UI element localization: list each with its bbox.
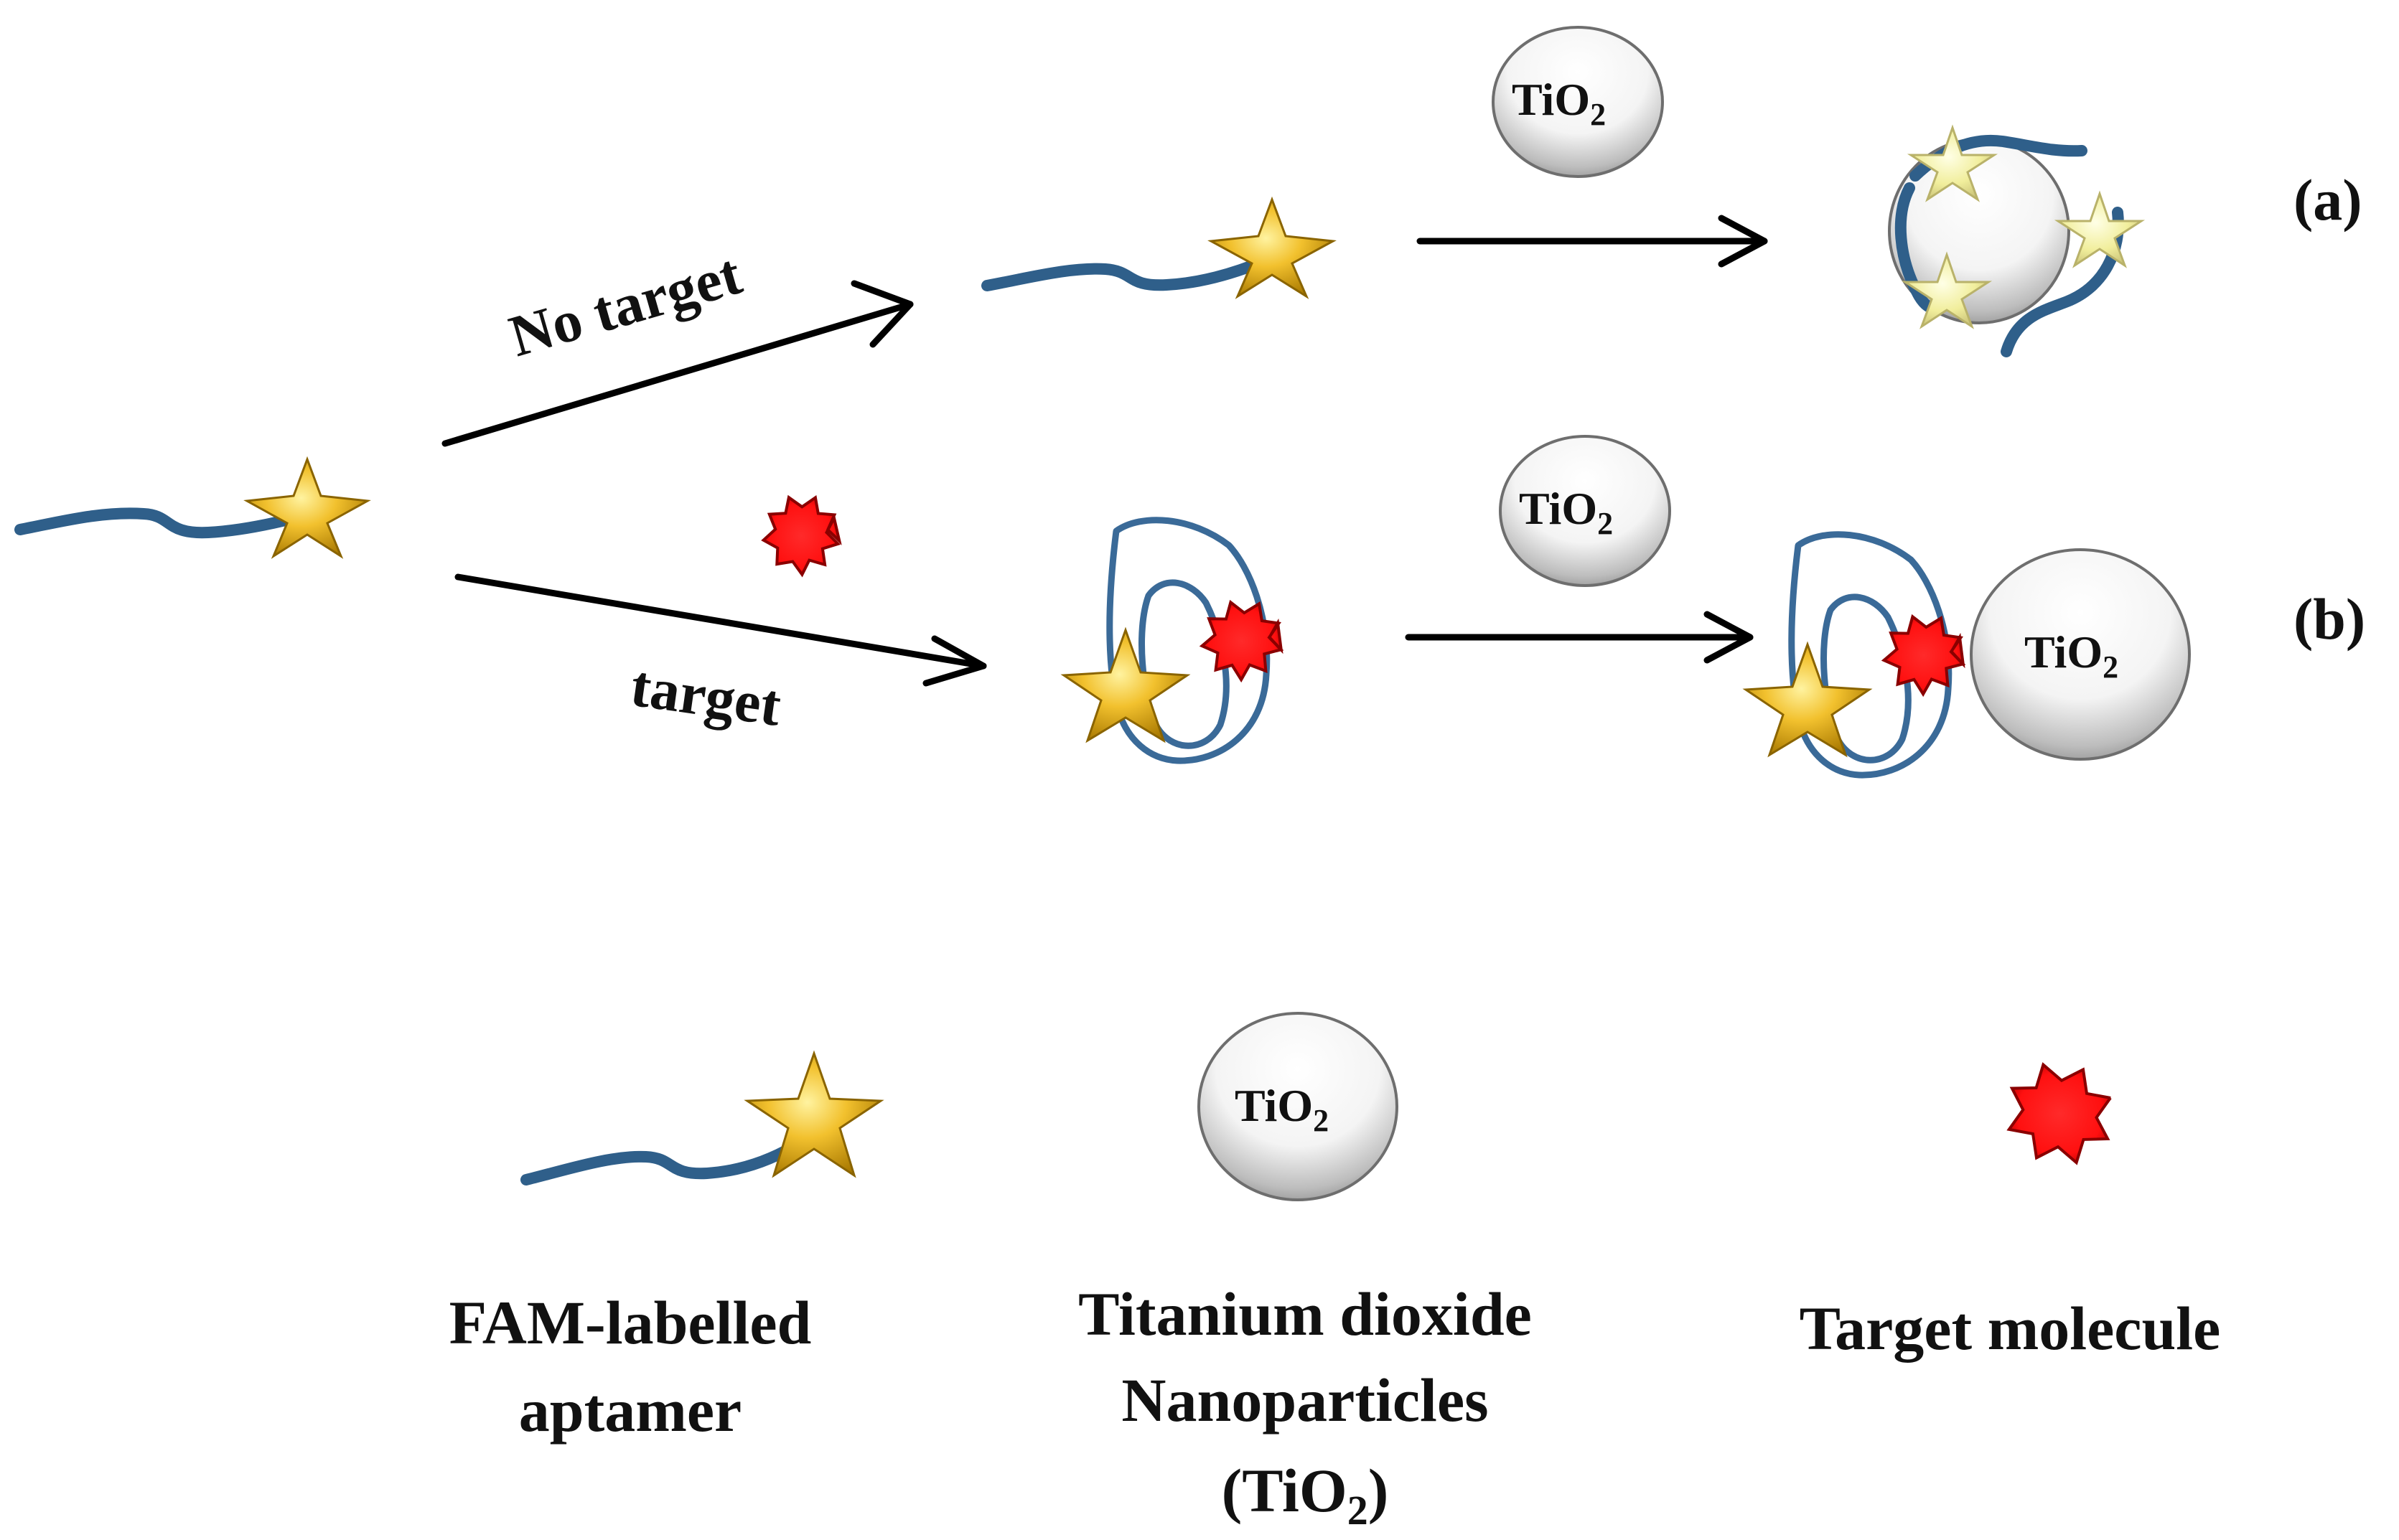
legend-target-label: Target molecule	[1800, 1294, 2221, 1363]
tio2-reagent-b: TiO2	[1499, 435, 1671, 587]
no-target-label: No target	[502, 241, 748, 369]
tio2-label-b: TiO2	[1519, 483, 1613, 541]
bound-complex	[1060, 517, 1284, 764]
legend-tio2-label-line3: (TiO2)	[1222, 1456, 1389, 1534]
start-aptamer	[14, 456, 371, 559]
legend-aptamer-strand	[520, 1141, 799, 1185]
legend-star-icon	[744, 1050, 884, 1178]
tio2-sphere-a	[1492, 26, 1664, 178]
adsorbed-star-icon	[2054, 190, 2146, 268]
adsorbed-star-icon	[1901, 251, 1993, 329]
panel-label-a: (a)	[2293, 167, 2362, 233]
legend-tio2-label-line2: Nanoparticles	[1121, 1366, 1488, 1435]
legend-target-molecule-icon	[2006, 1062, 2112, 1165]
adsorbed-star-icon	[1907, 124, 1998, 202]
free-aptamer-strand	[981, 260, 1258, 291]
bound2-star-icon	[1742, 641, 1873, 758]
start-aptamer-star-icon	[243, 456, 371, 559]
tio2-label-a: TiO2	[1512, 74, 1606, 132]
start-aptamer-strand	[14, 507, 300, 539]
legend-tio2-label-line1: Titanium dioxide	[1078, 1280, 1532, 1348]
legend-aptamer-label-line1: FAM-labelled	[449, 1288, 812, 1357]
legend-tio2: TiO2 Titanium dioxide Nanoparticles (TiO…	[1078, 1012, 1532, 1534]
legend-aptamer: FAM-labelled aptamer	[449, 1050, 884, 1445]
bound2-target-molecule-icon	[1881, 614, 1966, 698]
legend-tio2-sphere-label: TiO2	[1235, 1080, 1329, 1138]
tio2-sphere-b	[1499, 435, 1671, 587]
bound-star-icon	[1060, 626, 1191, 743]
panel-label-b: (b)	[2293, 586, 2365, 652]
tio2-reagent-a: TiO2	[1492, 26, 1664, 178]
no-target-arrow	[441, 280, 914, 447]
free-target-molecule-icon	[761, 494, 842, 578]
tio2-sphere-b-large	[1970, 548, 2191, 761]
free-aptamer	[981, 196, 1337, 299]
arrow-b	[1405, 611, 1754, 664]
target-arrow	[454, 573, 987, 687]
target-label: target	[627, 653, 785, 738]
legend-target: Target molecule	[1800, 1062, 2221, 1363]
legend-aptamer-label-line2: aptamer	[519, 1376, 742, 1445]
bound-complex-with-tio2: TiO2	[1742, 531, 2191, 779]
arrow-a	[1416, 215, 1768, 268]
legend-tio2-sphere	[1197, 1012, 1398, 1201]
tio2-label-b-large: TiO2	[2024, 626, 2118, 685]
bound-target-molecule-icon	[1199, 599, 1284, 683]
adsorbed-complex	[1888, 124, 2146, 357]
free-aptamer-star-icon	[1207, 196, 1337, 299]
